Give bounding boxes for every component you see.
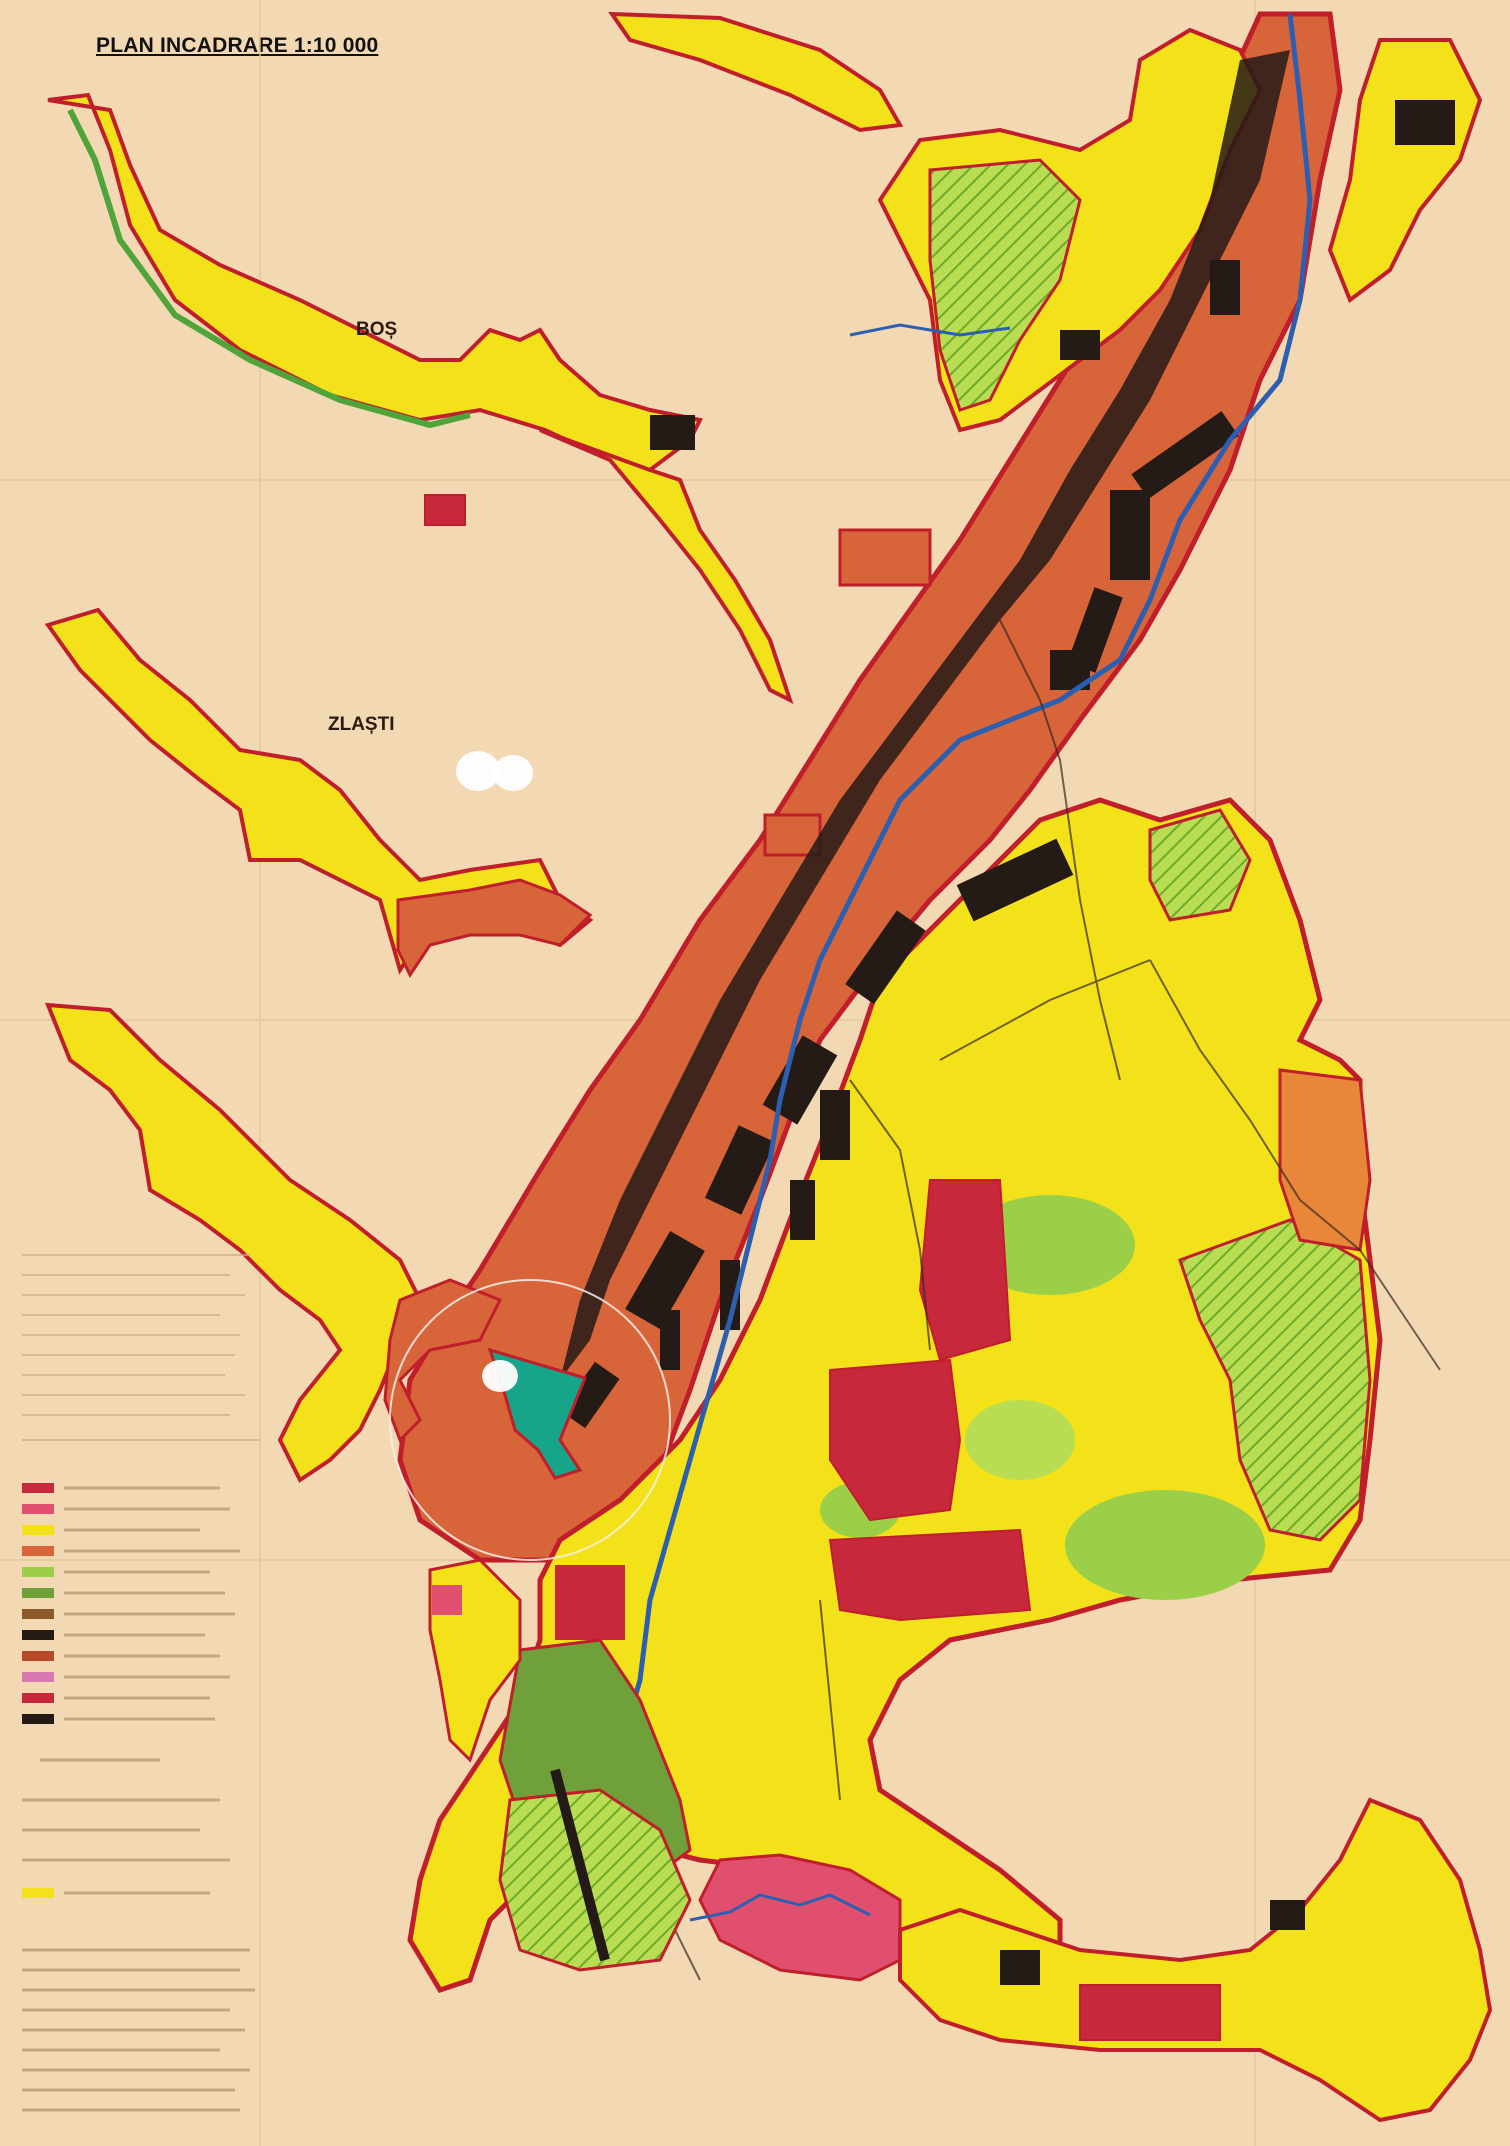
zone-pink — [698, 1853, 902, 1982]
zone-southeast-dark-block — [1000, 1950, 1040, 1985]
site-buffer-circle — [389, 1279, 671, 1561]
legend-text-lines — [22, 1486, 255, 2112]
zone-industrial-patch-1 — [838, 528, 932, 587]
zone-southeast-red-block — [1079, 1984, 1221, 2041]
legend-swatches — [22, 1483, 54, 1898]
zone-lower-left-pink-block — [432, 1585, 462, 1615]
zone-northeast-dark-block — [1395, 100, 1455, 145]
zone-west-settlement — [44, 1002, 423, 1483]
label-zlasti: ZLAȘTI — [328, 714, 395, 735]
zone-park-2 — [1065, 1490, 1265, 1600]
zone-park-1 — [965, 1195, 1135, 1295]
zone-dense-red-center — [829, 1358, 962, 1522]
zone-north-strip — [608, 11, 904, 133]
industrial-buildings — [560, 260, 1240, 1429]
zone-bos-settlement — [47, 92, 703, 473]
zone-southeast-dark-block-2 — [1270, 1900, 1305, 1930]
scan-glare-2 — [493, 755, 533, 791]
scan-glare-1 — [456, 751, 500, 791]
zone-dense-red-southwest — [555, 1565, 625, 1640]
zone-east-orange — [1278, 1068, 1372, 1252]
stream-northeast — [849, 323, 1011, 337]
industrial-dark-band — [560, 50, 1290, 1380]
zone-park-3 — [965, 1400, 1075, 1480]
legend-table-lines — [22, 1254, 260, 1441]
zone-bos-dark-block — [650, 415, 695, 450]
river — [567, 13, 1313, 1862]
zone-bos-green-stream — [67, 108, 471, 429]
zone-dense-red-north — [918, 1179, 1012, 1362]
map-title: PLAN INCADRARE 1:10 000 — [96, 34, 379, 57]
zone-bos-settlement-south — [539, 428, 794, 704]
railway-south — [550, 1768, 610, 1962]
label-bos: BOȘ — [356, 319, 397, 340]
zone-west-hairpin — [383, 1278, 503, 1443]
zone-bos-red-block — [424, 494, 466, 526]
scan-glare-3 — [482, 1360, 518, 1392]
zone-zlasti-village-core — [396, 878, 593, 979]
zone-south-green-hatched — [498, 1788, 692, 1972]
zone-northeast-green-hatched — [928, 158, 1082, 412]
stream-south — [689, 1893, 871, 1922]
map-legend — [22, 1254, 260, 2112]
zone-southeast-residential — [898, 1797, 1493, 2123]
zone-dense-red-south — [828, 1528, 1032, 1622]
zone-northeast-hatched-2 — [1148, 808, 1252, 922]
zone-far-northeast-residential — [1327, 38, 1483, 304]
